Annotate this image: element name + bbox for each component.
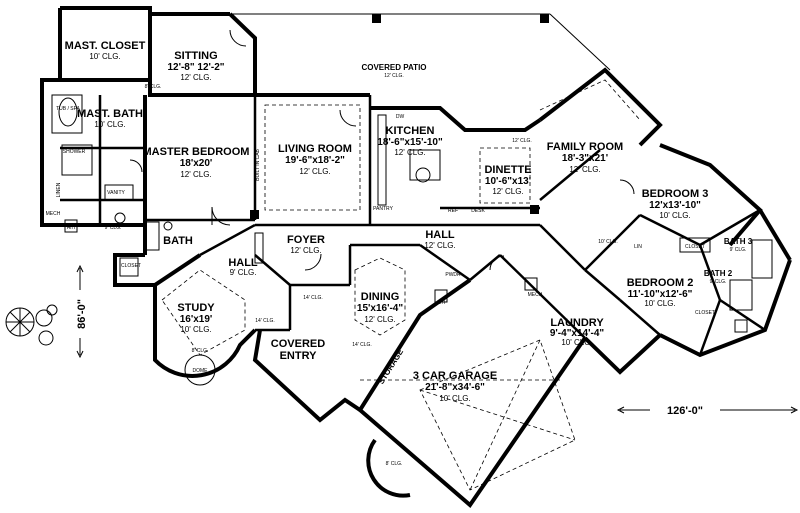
ah-label-2: A/H bbox=[437, 300, 446, 306]
laundry-dim: 9'-4"x14'-4" bbox=[550, 328, 605, 339]
living-room-clg: 12' CLG. bbox=[299, 167, 330, 176]
mech-label: MECH bbox=[46, 211, 61, 217]
garage-name: 3 CAR GARAGE bbox=[413, 370, 497, 382]
mast-closet-name: MAST. CLOSET bbox=[65, 40, 146, 52]
covered-patio-name: COVERED PATIO bbox=[361, 63, 426, 72]
bath-name: BATH bbox=[163, 235, 193, 247]
bath2-name: BATH 2 bbox=[704, 269, 733, 278]
clg-study-bay: 8' CLG. bbox=[192, 348, 209, 354]
kitchen-name: KITCHEN bbox=[386, 125, 435, 137]
doors bbox=[129, 29, 635, 271]
built-in-cab-label: BUILT IN CAB bbox=[255, 148, 261, 180]
pwdr-label: PWDR bbox=[445, 272, 461, 278]
clg-dining-small: 14' CLG. bbox=[352, 342, 372, 348]
desk-label: DESK bbox=[471, 208, 485, 214]
covered-patio-clg: 12' CLG. bbox=[384, 73, 404, 79]
mech-label-2: MECH bbox=[528, 292, 543, 298]
bedroom2-dim: 11'-10"x12'-6" bbox=[628, 289, 693, 300]
kitchen-clg: 12' CLG. bbox=[394, 148, 425, 157]
foyer-name: FOYER bbox=[287, 234, 325, 246]
shower-label: SHOWER bbox=[63, 149, 86, 155]
ref-label: REF bbox=[448, 208, 458, 214]
clg-sitting-small: 8' CLG. bbox=[145, 84, 162, 90]
study-dim: 16'x19' bbox=[180, 314, 213, 325]
kitchen-dim: 18'-6"x15'-10" bbox=[377, 137, 443, 148]
covered-entry-name-2: ENTRY bbox=[280, 350, 318, 362]
vanity-label: VANITY bbox=[107, 190, 125, 196]
clg-garage-bay: 8' CLG. bbox=[386, 461, 403, 467]
ah-label-1: A/H bbox=[67, 225, 76, 231]
patio-post bbox=[372, 14, 381, 23]
sitting-clg: 12' CLG. bbox=[180, 73, 211, 82]
landscape-tree-icon bbox=[5, 304, 58, 346]
dinette-dim: 10'-6"x13' bbox=[485, 176, 531, 187]
exterior-walls bbox=[40, 6, 792, 508]
soffit-lines bbox=[161, 79, 641, 381]
garage-door-outline bbox=[419, 339, 576, 491]
bath3-clg: 9' CLG. bbox=[730, 247, 747, 253]
garage-bay-wall bbox=[366, 438, 411, 498]
clg-kitchen-small: 12' CLG. bbox=[512, 138, 532, 144]
foyer-clg: 12' CLG. bbox=[290, 246, 321, 255]
living-room-name: LIVING ROOM bbox=[278, 143, 352, 155]
closet-label-bath: CLOSET bbox=[121, 263, 141, 269]
bedroom3-clg: 10' CLG. bbox=[659, 211, 690, 220]
clg-bath-small: 9' CLG. bbox=[105, 225, 122, 231]
garage-clg: 10' CLG. bbox=[439, 394, 470, 403]
fixtures bbox=[51, 94, 773, 386]
sitting-name: SITTING bbox=[174, 50, 217, 62]
bedroom3-dim: 12'x13'-10" bbox=[649, 200, 701, 211]
clg-hall-right: 10' CLG. bbox=[598, 239, 618, 245]
laundry-name: LAUNDRY bbox=[550, 317, 604, 329]
bedroom3-name: BEDROOM 3 bbox=[642, 188, 709, 200]
tub-spa-label: TUB / SPA bbox=[56, 106, 80, 112]
master-bedroom-name: MASTER BEDROOM bbox=[143, 146, 250, 158]
clg-entry-small: 14' CLG. bbox=[303, 295, 323, 301]
bedroom2-name: BEDROOM 2 bbox=[627, 277, 694, 289]
lin-label: LIN bbox=[634, 244, 642, 250]
closet-label-bed2: CLOSET bbox=[695, 310, 715, 316]
dining-dim: 15'x16'-4" bbox=[357, 303, 403, 314]
hall-center-clg: 12' CLG. bbox=[424, 241, 455, 250]
dw-label: DW bbox=[396, 114, 405, 120]
patio-post bbox=[530, 205, 539, 214]
closet-label-bed3: CLOSET bbox=[685, 244, 705, 250]
patio-post bbox=[540, 14, 549, 23]
master-bedroom-dim: 18'x20' bbox=[180, 158, 213, 169]
patio-post bbox=[250, 210, 259, 219]
hall-center-name: HALL bbox=[425, 229, 455, 241]
dome-label: DOME bbox=[193, 368, 209, 374]
garage-dim: 21'-8"x34'-6" bbox=[425, 382, 485, 393]
study-name: STUDY bbox=[177, 302, 215, 314]
family-room-dim: 18'-3"x21' bbox=[562, 153, 608, 164]
hall-left-name: HALL bbox=[228, 257, 258, 269]
family-room-clg: 12' CLG. bbox=[569, 165, 600, 174]
depth-dimension: 86'-0" bbox=[76, 299, 88, 329]
family-room-name: FAMILY ROOM bbox=[547, 141, 623, 153]
sitting-dim: 12'-8" 12'-2" bbox=[167, 62, 224, 73]
dimension-lines bbox=[74, 264, 799, 418]
laundry-clg: 10' CLG. bbox=[561, 338, 592, 347]
study-clg: 10' CLG. bbox=[180, 325, 211, 334]
dinette-name: DINETTE bbox=[484, 164, 531, 176]
mast-bath-clg: 10' CLG. bbox=[94, 120, 125, 129]
linen-label: LINEN bbox=[56, 182, 62, 197]
dining-clg: 12' CLG. bbox=[364, 315, 395, 324]
living-room-dim: 19'-6"x18'-2" bbox=[285, 155, 345, 166]
master-bedroom-clg: 12' CLG. bbox=[180, 170, 211, 179]
mast-closet-clg: 10' CLG. bbox=[89, 52, 120, 61]
dining-name: DINING bbox=[361, 291, 400, 303]
dinette-clg: 12' CLG. bbox=[492, 187, 523, 196]
width-dimension: 126'-0" bbox=[667, 405, 703, 417]
mast-bath-name: MAST. BATH bbox=[77, 108, 143, 120]
bath3-name: BATH 3 bbox=[724, 237, 753, 246]
covered-entry-name-1: COVERED bbox=[271, 338, 325, 350]
clg-study-small: 14' CLG. bbox=[255, 318, 275, 324]
hall-left-clg: 9' CLG. bbox=[230, 268, 257, 277]
bath2-clg: 9' CLG. bbox=[710, 279, 727, 285]
pantry-label: PANTRY bbox=[373, 206, 393, 212]
bedroom2-clg: 10' CLG. bbox=[644, 299, 675, 308]
